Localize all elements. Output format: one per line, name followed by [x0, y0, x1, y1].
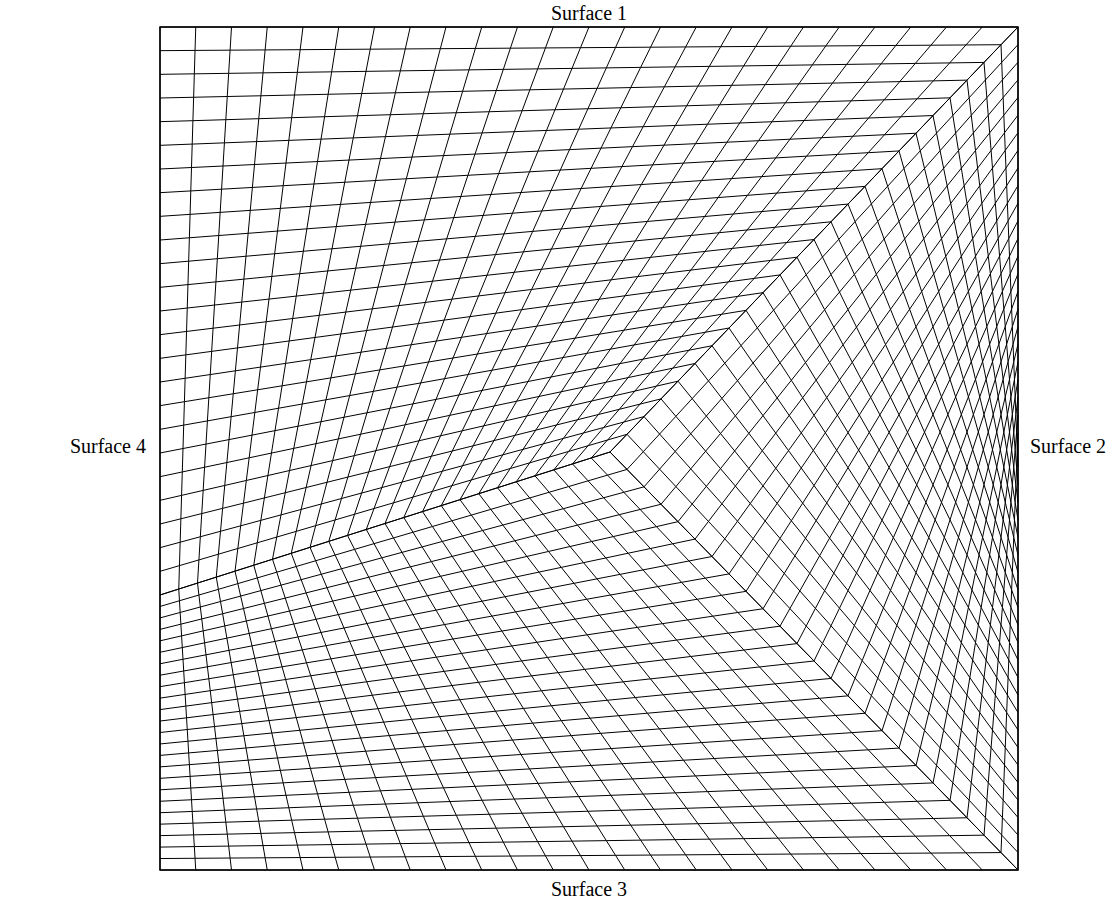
grid-line: [160, 80, 967, 98]
grid-line: [554, 27, 911, 470]
grid-line: [573, 27, 947, 464]
grid-line: [535, 476, 875, 870]
grid-line: [610, 452, 1018, 870]
grid-line: [984, 415, 1018, 835]
grid-line: [160, 45, 1001, 51]
grid-line: [479, 27, 768, 494]
grid-line: [160, 469, 627, 606]
grid-line: [591, 27, 982, 458]
grid-line: [916, 344, 1018, 765]
grid-line: [950, 380, 1018, 801]
grid-line: [950, 98, 1018, 520]
grid-line: [160, 504, 661, 629]
grid-line: [423, 27, 661, 512]
grid-line: [1001, 432, 1018, 852]
grid-line: [865, 186, 1018, 607]
grid-line: [848, 274, 1018, 696]
grid-line: [573, 464, 947, 870]
grid-line: [831, 222, 1018, 643]
surface-label: Surface 4: [70, 435, 146, 457]
grid-line: [160, 98, 950, 122]
grid-line: [160, 626, 780, 709]
grid-line: [865, 291, 1018, 713]
grid-line: [831, 256, 1018, 678]
grid-line: [967, 80, 1018, 502]
grid-line: [554, 470, 911, 870]
grid-line: [160, 591, 746, 686]
grid-line: [160, 522, 678, 641]
grid-line: [160, 62, 984, 74]
grid-line: [160, 644, 797, 721]
grid-line: [460, 500, 732, 870]
grid-line: [814, 240, 1018, 661]
grid-line: [404, 518, 625, 870]
grid-line: [814, 239, 1018, 662]
grid-line: [160, 204, 848, 264]
grid-line: [160, 557, 712, 664]
grid-line: [160, 609, 763, 698]
grid-line: [423, 512, 661, 870]
grid-line: [160, 169, 882, 217]
grid-line: [404, 27, 625, 518]
grid-line: [160, 151, 899, 193]
grid-line: [160, 186, 865, 240]
grid-line: [848, 204, 1018, 625]
grid-line: [498, 488, 804, 870]
grid-line: [479, 494, 768, 870]
grid-line: [160, 574, 729, 675]
grid-line: [441, 27, 696, 506]
grid-line: [916, 133, 1018, 555]
surface-label: Surface 2: [1030, 435, 1106, 457]
grid-line: [160, 133, 916, 169]
grid-line: [160, 116, 933, 146]
grid-line: [160, 487, 644, 618]
grid-line: [610, 452, 1018, 870]
grid-line: [535, 27, 875, 476]
grid-line: [967, 397, 1018, 818]
surface-label: Surface 1: [551, 2, 627, 24]
grid-line: [899, 327, 1018, 748]
grid-line: [1001, 45, 1018, 468]
domain-border: [160, 27, 1018, 870]
grid-line: [516, 482, 839, 870]
grid-line: [160, 240, 814, 312]
grid-line: [498, 27, 804, 488]
grid-line: [160, 452, 610, 595]
surface-label: Surface 3: [551, 878, 627, 900]
grid-line: [984, 62, 1018, 485]
grid-line: [899, 151, 1018, 573]
grid-lines: [160, 27, 1018, 870]
grid-line: [591, 458, 982, 870]
grid-line: [460, 27, 732, 500]
